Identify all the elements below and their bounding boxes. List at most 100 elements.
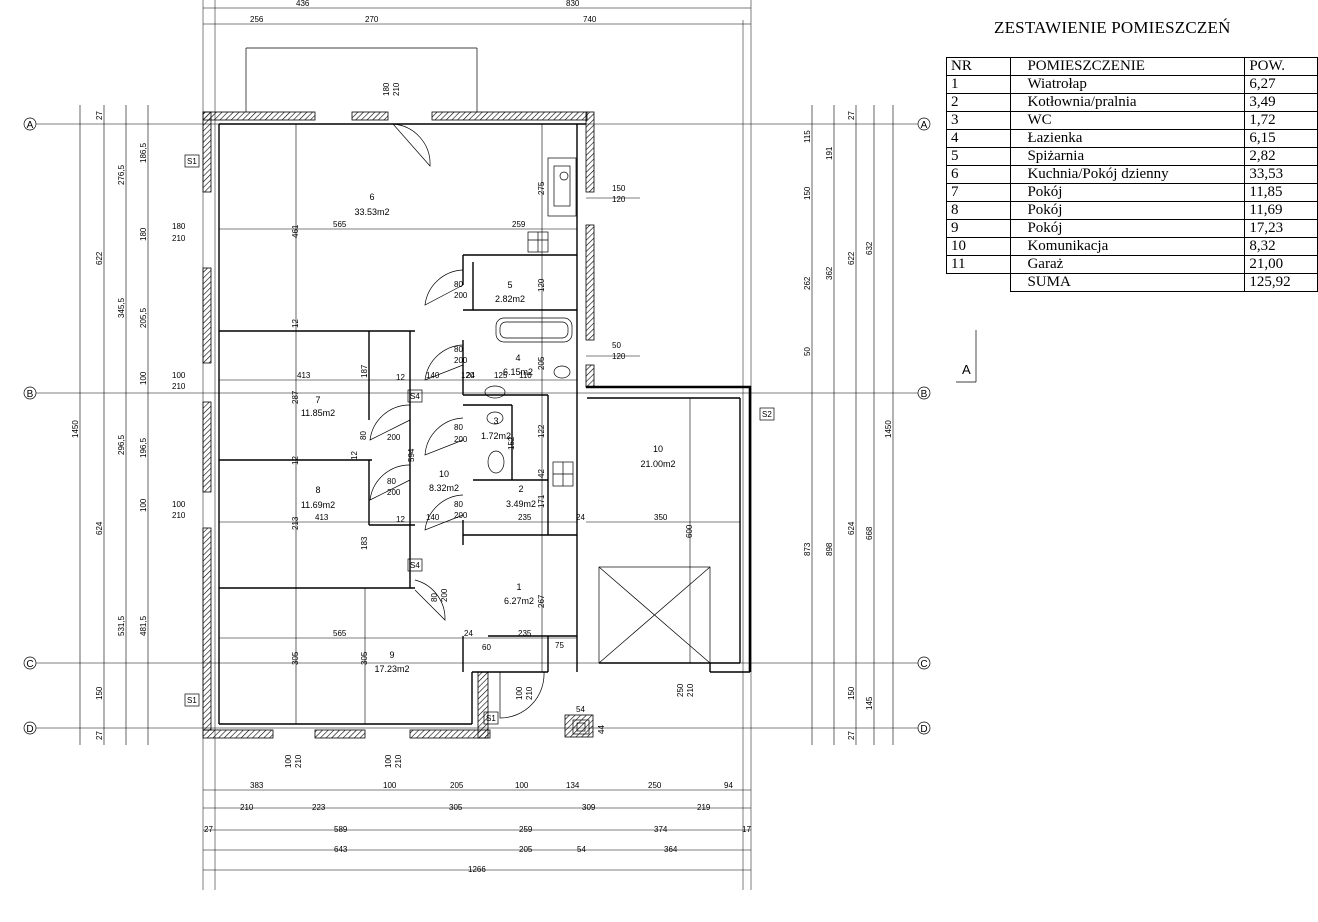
dimension-label: 120	[461, 371, 475, 380]
dimension-label: 436	[296, 0, 310, 8]
section-marker	[956, 330, 977, 383]
cell-area: 1,72	[1244, 111, 1318, 130]
interior-dimension-lines	[219, 124, 740, 724]
axis-label: C	[26, 659, 33, 670]
opening-label: 120	[612, 352, 626, 361]
dimension-label: 624	[95, 521, 104, 535]
opening-label: 210	[172, 234, 186, 243]
opening-label: 80	[430, 593, 439, 602]
dimension-label: 205	[537, 356, 546, 370]
cell-area: 11,85	[1244, 183, 1318, 202]
dimension-label: 305	[449, 803, 463, 812]
dimension-label: 150	[95, 686, 104, 700]
dimension-label: 171	[537, 494, 546, 508]
cell-name: Komunikacja	[1010, 237, 1246, 256]
dimension-label: 305	[291, 651, 300, 665]
room-number: 5	[507, 280, 512, 290]
dimension-label: 565	[333, 220, 347, 229]
dimension-label: 565	[333, 629, 347, 638]
header-nr: NR	[945, 57, 1012, 76]
axis-markers: A B C D A B C D	[23, 117, 931, 735]
dimension-label: 589	[334, 825, 348, 834]
dimension-label: 1266	[468, 865, 486, 874]
dimension-label: 622	[95, 251, 104, 265]
opening-label: 80	[454, 423, 463, 432]
dimension-label: 27	[95, 731, 104, 740]
dimension-label: 413	[297, 371, 311, 380]
cell-name: Spiżarnia	[1010, 147, 1246, 166]
cell-nr: 8	[945, 201, 1012, 220]
top-dimensions: 436 830 256 270 740	[203, 0, 751, 25]
dimension-label: 180	[139, 227, 148, 241]
dimension-label: 150	[803, 186, 812, 200]
dimension-label: 205	[519, 845, 533, 854]
dimension-label: 830	[566, 0, 580, 8]
dimension-label: 223	[312, 803, 326, 812]
room-number: 9	[389, 650, 394, 660]
section-tags: S1 S1 S1 S2 S4 S4	[184, 154, 775, 725]
axis-label: C	[920, 659, 927, 670]
dimension-label: 50	[803, 347, 812, 356]
dimension-label: 287	[291, 390, 300, 404]
dimension-label: 531,5	[117, 615, 126, 636]
dimension-label: 150	[847, 686, 856, 700]
dimension-label: 1450	[884, 420, 893, 438]
dimension-label: 27	[204, 825, 213, 834]
dimension-label: 481,5	[139, 615, 148, 636]
dimension-label: 12	[396, 373, 405, 382]
dimension-label: 668	[865, 526, 874, 540]
room-area: 6.27m2	[504, 596, 534, 606]
cell-nr: 7	[945, 183, 1012, 202]
dimension-label: 873	[803, 542, 812, 556]
opening-label: 210	[172, 382, 186, 391]
dimension-label: 44	[597, 725, 606, 734]
dimension-label: 374	[654, 825, 668, 834]
opening-label: 200	[454, 435, 468, 444]
opening-label: 200	[440, 588, 449, 602]
dimension-label: 187	[360, 364, 369, 378]
room-area: 8.32m2	[429, 483, 459, 493]
cell-name: Wiatrołap	[1010, 75, 1246, 94]
axis-label: B	[27, 389, 34, 400]
dimension-label: 120	[537, 278, 546, 292]
tag-label: S2	[762, 410, 772, 419]
room-number: 6	[369, 192, 374, 202]
table-sum-row: SUMA 125,92	[946, 273, 1318, 292]
cell-area: 11,69	[1244, 201, 1318, 220]
opening-label: 210	[172, 511, 186, 520]
cell-area: 17,23	[1244, 219, 1318, 238]
opening-label: 200	[387, 488, 401, 497]
opening-label: 80	[454, 345, 463, 354]
left-dimensions: 27 622 1450 624 150 27 276,5 345,5 296,5…	[71, 105, 149, 745]
opening-label: 100	[172, 371, 186, 380]
dimension-label: 622	[847, 251, 856, 265]
opening-label: 210	[686, 683, 695, 697]
dimension-label: 898	[825, 542, 834, 556]
opening-label: 100	[384, 754, 393, 768]
dimension-label: 345,5	[117, 297, 126, 318]
dimension-label: 54	[577, 845, 586, 854]
cell-nr: 1	[945, 75, 1012, 94]
sum-label: SUMA	[1010, 273, 1246, 292]
dimension-label: 12	[291, 319, 300, 328]
cell-area: 21,00	[1244, 255, 1318, 274]
opening-label: 200	[387, 433, 401, 442]
dimension-label: 267	[537, 594, 546, 608]
dimension-label: 740	[583, 15, 597, 24]
tag-label: S4	[410, 561, 420, 570]
dimension-label: 140	[426, 513, 440, 522]
dimension-label: 60	[482, 643, 491, 652]
dimension-label: 296,5	[117, 434, 126, 455]
tag-label: S1	[187, 696, 197, 705]
dimension-label: 262	[803, 276, 812, 290]
opening-label: 80	[359, 431, 368, 440]
dimension-label: 42	[537, 469, 546, 478]
dimension-label: 383	[250, 781, 264, 790]
opening-label: 210	[294, 754, 303, 768]
